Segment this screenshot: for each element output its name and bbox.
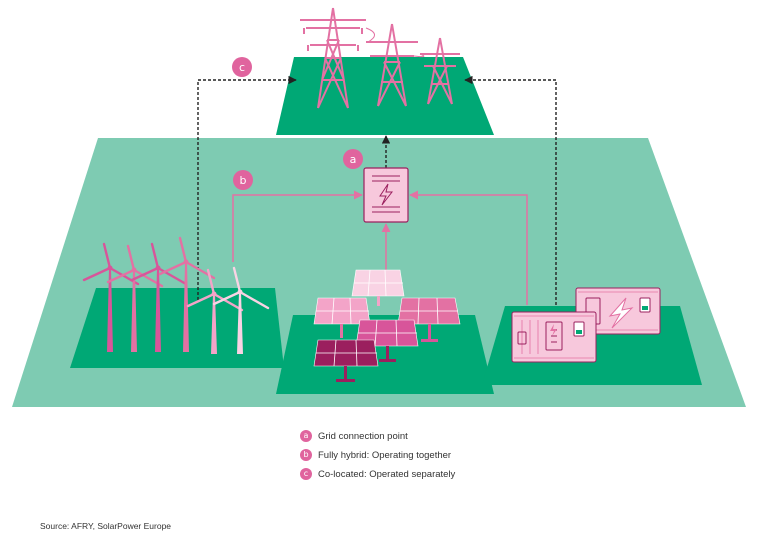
- svg-text:b: b: [240, 174, 247, 187]
- wind-platform: [70, 288, 284, 368]
- legend-badge: c: [300, 468, 312, 480]
- solar-farm: [313, 269, 461, 382]
- source-note: Source: AFRY, SolarPower Europe: [40, 521, 172, 531]
- legend-item-fully-hybrid: b Fully hybrid: Operating together: [300, 448, 455, 462]
- legend-item-co-located: c Co-located: Operated separately: [300, 467, 455, 481]
- wind-turbine-icon: [130, 242, 188, 352]
- grid-platform: [276, 57, 494, 135]
- wind-turbine-icon: [186, 268, 244, 354]
- lightning-icon: [550, 324, 557, 336]
- battery-container-icon: [511, 311, 597, 363]
- grid-connection-icon: [363, 167, 409, 223]
- hybrid-line-wind: [232, 190, 363, 262]
- solar-panel-icon: [355, 319, 419, 362]
- legend: a Grid connection point b Fully hybrid: …: [300, 429, 455, 486]
- co-located-line-right: [464, 75, 557, 305]
- callout-c: c: [232, 57, 252, 77]
- wind-farm: [82, 236, 270, 354]
- callout-a: a: [343, 149, 363, 169]
- svg-text:a: a: [350, 153, 357, 166]
- hybrid-plant-diagram: a b c: [12, 7, 746, 407]
- solar-panel-icon: [313, 339, 379, 382]
- legend-badge: a: [300, 430, 312, 442]
- transmission-tower-icon: [300, 7, 460, 109]
- solar-panel-icon: [397, 297, 461, 342]
- legend-badge: b: [300, 449, 312, 461]
- legend-label: Grid connection point: [318, 430, 408, 442]
- callout-b: b: [233, 170, 253, 190]
- hybrid-line-battery: [409, 190, 528, 305]
- solar-platform: [276, 315, 494, 394]
- wind-turbine-icon: [212, 266, 270, 354]
- lightning-icon: [608, 297, 634, 329]
- solar-panel-icon: [351, 269, 405, 306]
- legend-label: Co-located: Operated separately: [318, 468, 456, 480]
- svg-text:c: c: [239, 61, 245, 74]
- legend-item-grid-connection: a Grid connection point: [300, 429, 455, 443]
- battery-container-icon: [575, 287, 661, 335]
- legend-label: Fully hybrid: Operating together: [318, 449, 452, 461]
- co-located-line-left: [197, 75, 297, 300]
- lightning-icon: [379, 183, 394, 206]
